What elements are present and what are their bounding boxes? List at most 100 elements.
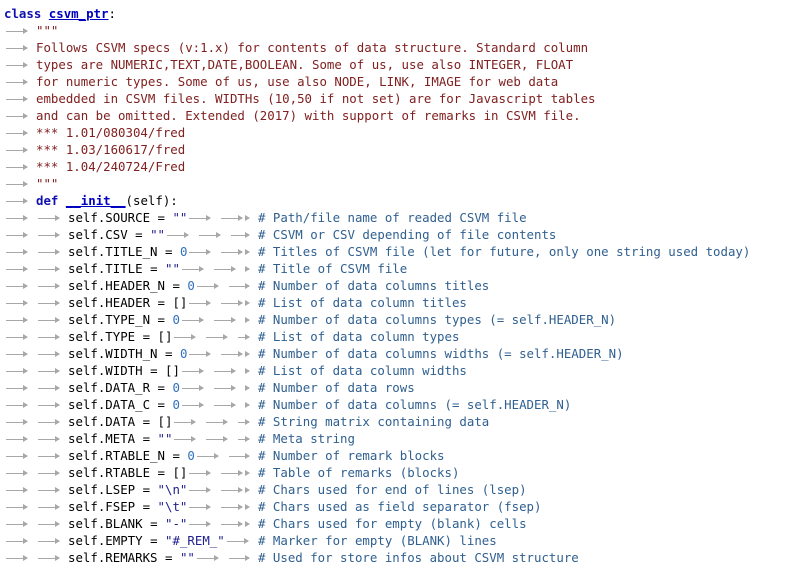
tab-marker-icon	[36, 532, 68, 549]
tab-marker-icon	[244, 311, 258, 328]
attribute-target: self.BLANK	[68, 516, 143, 531]
assigned-value: 0	[187, 278, 195, 293]
assigned-value: 0	[187, 448, 195, 463]
tab-marker-icon	[227, 277, 258, 294]
tab-run	[187, 345, 258, 362]
tab-marker-icon	[219, 209, 251, 226]
tab-marker-icon	[195, 549, 227, 566]
inline-comment: # CSVM or CSV depending of file contents	[258, 227, 557, 242]
assigned-value: ""	[150, 227, 166, 242]
tab-marker-icon	[244, 260, 258, 277]
tab-marker-icon	[244, 379, 258, 396]
attribute-target: self.DATA	[68, 414, 136, 429]
tab-marker-icon	[244, 362, 258, 379]
code-line-class: class csvm_ptr:	[0, 5, 800, 22]
docstring-line: *** 1.01/080304/fred	[0, 124, 800, 141]
comment-column: # Number of remark blocks	[258, 447, 445, 464]
code-line-def: def __init__(self):	[0, 192, 800, 209]
tab-marker-icon	[236, 430, 258, 447]
tab-marker-icon	[245, 345, 258, 362]
tab-run	[187, 209, 258, 226]
comment-column: # Title of CSVM file	[258, 260, 407, 277]
tab-run	[195, 277, 258, 294]
assignment-line: self.DATA_C = 0# Number of data columns …	[0, 396, 800, 413]
tab-marker-icon	[180, 362, 212, 379]
tab-marker-icon	[36, 226, 68, 243]
tab-marker-icon	[187, 498, 219, 515]
assign-operator: =	[150, 516, 158, 531]
attribute-target: self.TITLE	[68, 261, 143, 276]
tab-marker-icon	[165, 226, 197, 243]
docstring-text: embedded in CSVM files. WIDTHs (10,50 if…	[36, 91, 596, 106]
assigned-value: 0	[179, 346, 188, 361]
assigned-value: []	[172, 465, 188, 480]
tab-run	[187, 464, 258, 481]
attribute-target: self.DATA_R	[68, 380, 151, 395]
tab-marker-icon	[36, 362, 68, 379]
tab-marker-icon	[36, 379, 68, 396]
assign-operator: =	[157, 380, 165, 395]
assignment-line: self.RTABLE_N = 0# Number of remark bloc…	[0, 447, 800, 464]
assign-operator: =	[157, 397, 165, 412]
tab-marker-icon	[219, 464, 251, 481]
tab-marker-icon	[204, 413, 236, 430]
attribute-target: self.EMPTY	[68, 533, 143, 548]
assigned-value: "#_REM_"	[165, 533, 225, 548]
tab-marker-icon	[4, 413, 36, 430]
tab-marker-icon	[4, 430, 36, 447]
assignment-line: self.RTABLE = []# Table of remarks (bloc…	[0, 464, 800, 481]
tab-marker-icon	[229, 226, 258, 243]
assignment-line: self.HEADER = []# List of data column ti…	[0, 294, 800, 311]
tab-marker-icon	[219, 498, 251, 515]
comment-column: # String matrix containing data	[258, 413, 489, 430]
docstring-line: Follows CSVM specs (v:1.x) for contents …	[0, 39, 800, 56]
assign-operator: =	[165, 550, 173, 565]
inline-comment: # Number of data columns (= self.HEADER_…	[258, 397, 572, 412]
assignment-line: self.META = ""# Meta string	[0, 430, 800, 447]
assigned-value: 0	[172, 312, 180, 327]
attribute-target: self.META	[68, 431, 136, 446]
tab-marker-icon	[172, 328, 204, 345]
assigned-value: 0	[172, 380, 180, 395]
tab-marker-icon	[4, 379, 36, 396]
attribute-target: self.HEADER_N	[68, 278, 165, 293]
tab-marker-icon	[4, 209, 36, 226]
assignment-line: self.EMPTY = "#_REM_"# Marker for empty …	[0, 532, 800, 549]
tab-marker-icon	[36, 396, 68, 413]
tab-marker-icon	[219, 345, 251, 362]
assigned-value: ""	[172, 210, 188, 225]
tab-marker-icon	[219, 481, 251, 498]
assignment-line: self.TITLE_N = 0# Titles of CSVM file (l…	[0, 243, 800, 260]
attribute-target: self.LSEP	[68, 482, 136, 497]
tab-run	[187, 481, 258, 498]
comment-column: # Number of data columns (= self.HEADER_…	[258, 396, 571, 413]
tab-run	[187, 515, 258, 532]
assign-operator: =	[172, 448, 180, 463]
assign-operator: =	[142, 431, 151, 446]
tab-marker-icon	[4, 158, 36, 175]
inline-comment: # Title of CSVM file	[258, 261, 408, 276]
tab-marker-icon	[219, 243, 251, 260]
tab-run	[180, 396, 258, 413]
tab-marker-icon	[204, 430, 236, 447]
attribute-target: self.TYPE	[68, 329, 136, 344]
assignment-line: self.REMARKS = ""# Used for store infos …	[0, 549, 800, 566]
function-params: (self):	[125, 193, 178, 208]
class-colon: :	[108, 6, 116, 21]
comment-column: # Chars used for empty (blank) cells	[258, 515, 527, 532]
tab-run	[172, 328, 258, 345]
assigned-value: []	[157, 414, 173, 429]
tab-marker-icon	[180, 396, 212, 413]
inline-comment: # Chars used for empty (blank) cells	[258, 516, 527, 531]
tab-marker-icon	[187, 515, 219, 532]
assigned-value: 0	[179, 244, 188, 259]
comment-column: # List of data column titles	[258, 294, 467, 311]
attribute-target: self.RTABLE	[68, 465, 151, 480]
assign-operator: =	[150, 363, 158, 378]
assigned-value: []	[157, 329, 173, 344]
attribute-target: self.SOURCE	[68, 210, 151, 225]
inline-comment: # Table of remarks (blocks)	[258, 465, 460, 480]
docstring-text: *** 1.04/240724/Fred	[36, 159, 186, 174]
tab-marker-icon	[36, 294, 68, 311]
